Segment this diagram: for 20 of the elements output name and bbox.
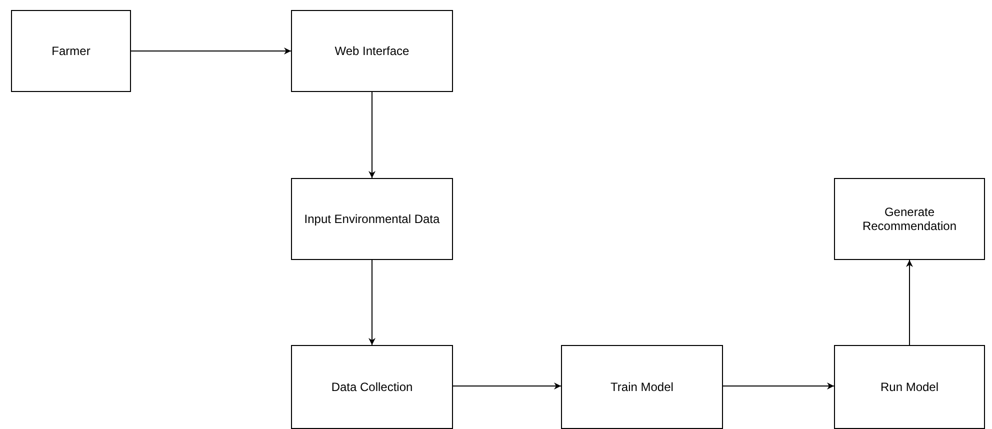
process-box — [291, 10, 453, 92]
process-box — [291, 345, 453, 429]
arrow — [368, 260, 376, 346]
box-label: Generate Recommendation — [861, 205, 958, 233]
box-label: Input Environmental Data — [304, 212, 440, 226]
process-box — [291, 178, 453, 260]
process-box — [561, 345, 723, 429]
box-label: Run Model — [880, 380, 939, 394]
box-label: Data Collection — [331, 380, 413, 394]
arrow — [130, 48, 292, 54]
process-box — [834, 178, 985, 260]
arrow — [906, 260, 913, 346]
arrow — [368, 92, 376, 178]
box-label: Farmer — [52, 44, 90, 58]
box-label: Web Interface — [334, 44, 410, 58]
process-box — [11, 10, 131, 92]
arrow — [452, 382, 562, 390]
process-box — [834, 345, 985, 429]
arrow — [722, 382, 834, 390]
box-label: Train Model — [610, 380, 674, 394]
